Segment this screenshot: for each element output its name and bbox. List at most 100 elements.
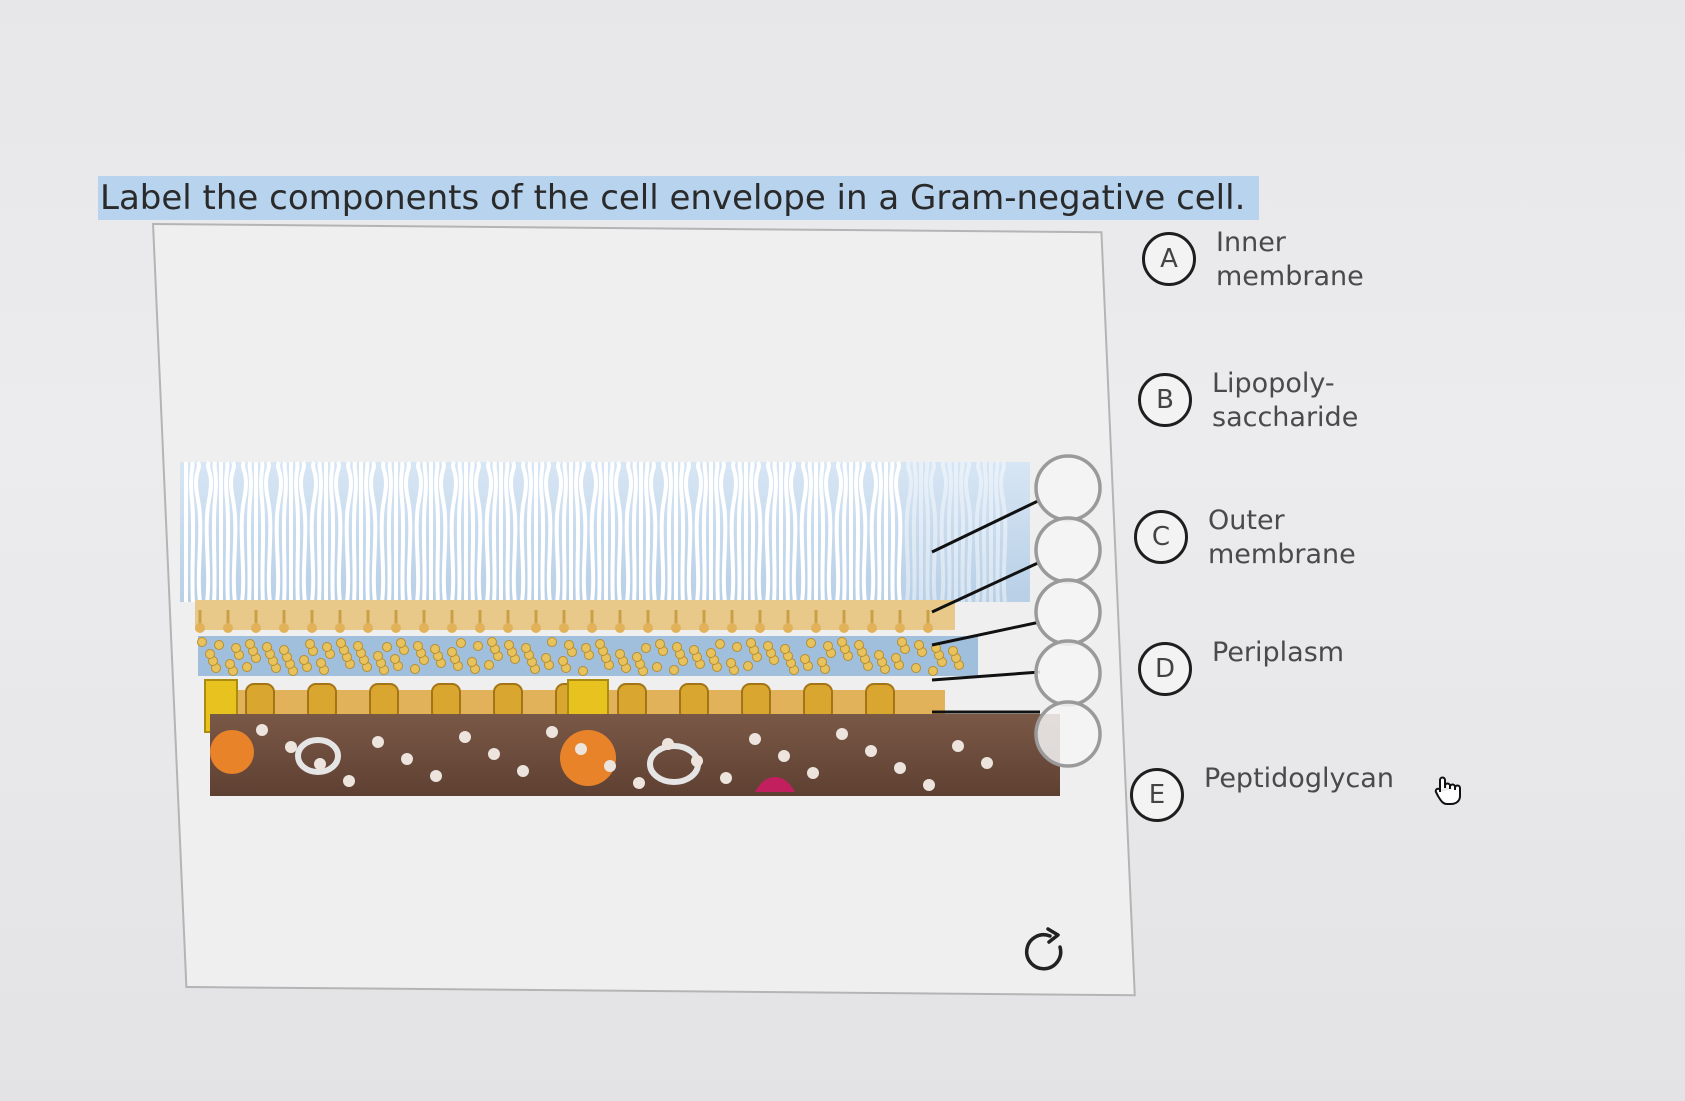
lps-strand: [679, 461, 686, 603]
lps-strand: [504, 461, 511, 603]
peptidoglycan-unit: [279, 645, 289, 655]
small-molecule: [430, 770, 442, 782]
peptidoglycan-unit: [541, 653, 551, 663]
lps-strand: [834, 461, 843, 603]
lipid-head: [503, 623, 513, 633]
peptidoglycan-unit: [558, 656, 568, 666]
small-molecule: [778, 750, 790, 762]
lps-strand: [456, 461, 463, 603]
lps-strand: [964, 461, 973, 603]
lipid-head: [587, 623, 597, 633]
lps-strand: [211, 461, 218, 603]
lipid-head: [419, 623, 429, 633]
lps-strand: [299, 461, 308, 603]
lps-strand: [509, 461, 518, 603]
small-molecule: [401, 753, 413, 765]
lps-strand: [309, 461, 318, 603]
peptidoglycan-unit: [521, 643, 531, 653]
peptidoglycan-unit: [897, 637, 907, 647]
lipid-head: [559, 623, 569, 633]
lipid-head: [251, 623, 261, 633]
lps-strand: [729, 461, 738, 603]
outer-membrane-heads: [195, 610, 933, 633]
choice-c[interactable]: C Outer membrane: [1134, 505, 1378, 572]
choice-e[interactable]: E Peptidoglycan: [1130, 763, 1394, 822]
lps-strand: [841, 461, 848, 603]
peptidoglycan-unit: [373, 651, 383, 661]
peptidoglycan-unit: [205, 649, 215, 659]
small-molecule: [546, 726, 558, 738]
lps-strand: [334, 461, 343, 603]
lps-strand: [959, 461, 966, 603]
peptidoglycan-unit: [837, 637, 847, 647]
small-molecule: [343, 775, 355, 787]
peptidoglycan-unit: [430, 644, 440, 654]
lps-strand: [749, 461, 756, 603]
peptidoglycan-unit: [456, 638, 466, 648]
lps-strand: [281, 461, 288, 603]
peptidoglycan-unit: [732, 642, 742, 652]
peptidoglycan-unit: [874, 650, 884, 660]
peptidoglycan-unit: [336, 638, 346, 648]
lps-strand: [519, 461, 528, 603]
small-molecule: [923, 779, 935, 791]
lps-strand: [981, 461, 988, 603]
choice-label: Peptidoglycan: [1204, 763, 1394, 794]
peptidoglycan-unit: [413, 641, 423, 651]
peptidoglycan-unit: [197, 637, 207, 647]
lps-strand: [294, 461, 301, 603]
peptidoglycan-unit: [669, 665, 679, 675]
ring-molecule: [295, 737, 341, 775]
small-molecule: [691, 755, 703, 767]
lps-strand: [579, 461, 588, 603]
peptidoglycan-unit: [743, 661, 753, 671]
lps-strand: [194, 461, 203, 603]
lps-strand: [754, 461, 763, 603]
lps-strand: [561, 461, 568, 603]
small-molecule: [662, 738, 674, 750]
lps-strand: [344, 461, 353, 603]
lps-strand: [624, 461, 633, 603]
lipid-head: [307, 623, 317, 633]
peptidoglycan-unit: [410, 664, 420, 674]
peptidoglycan-unit: [504, 640, 514, 650]
peptidoglycan-unit: [672, 642, 682, 652]
peptidoglycan-unit: [806, 638, 816, 648]
choice-a[interactable]: A Inner membrane: [1142, 227, 1386, 294]
choice-label: Lipopoly- saccharide: [1212, 368, 1359, 433]
small-molecule: [256, 724, 268, 736]
peptidoglycan-unit: [547, 637, 557, 647]
drop-target-4[interactable]: [1034, 639, 1102, 707]
peptidoglycan-unit: [854, 640, 864, 650]
lps-strand: [239, 461, 248, 603]
lps-strand: [911, 461, 918, 603]
drop-target-2[interactable]: [1034, 516, 1102, 584]
peptidoglycan-unit: [214, 640, 224, 650]
lps-strand: [789, 461, 798, 603]
peptidoglycan-unit: [595, 639, 605, 649]
lps-strand: [229, 461, 238, 603]
choice-label: Inner membrane: [1216, 227, 1364, 292]
lps-strand: [316, 461, 323, 603]
lipid-head: [531, 623, 541, 633]
lipid-head: [223, 623, 233, 633]
lipid-head: [615, 623, 625, 633]
drop-target-5[interactable]: [1034, 700, 1102, 768]
lps-strand: [491, 461, 498, 603]
choice-d[interactable]: D Periplasm: [1138, 637, 1382, 696]
lps-strand: [544, 461, 553, 603]
reset-button[interactable]: [1018, 925, 1072, 979]
drop-target-3[interactable]: [1034, 578, 1102, 646]
drop-target-1[interactable]: [1034, 454, 1102, 522]
lps-strand: [574, 461, 581, 603]
lps-strand: [666, 461, 673, 603]
small-molecule: [807, 767, 819, 779]
lps-strand: [224, 461, 231, 603]
lps-strand: [189, 461, 196, 603]
choice-b[interactable]: B Lipopoly- saccharide: [1138, 368, 1382, 435]
orange-protein: [210, 730, 254, 774]
lps-strand: [259, 461, 266, 603]
lps-strand: [806, 461, 813, 603]
peptidoglycan-unit: [245, 639, 255, 649]
lipid-head: [727, 623, 737, 633]
